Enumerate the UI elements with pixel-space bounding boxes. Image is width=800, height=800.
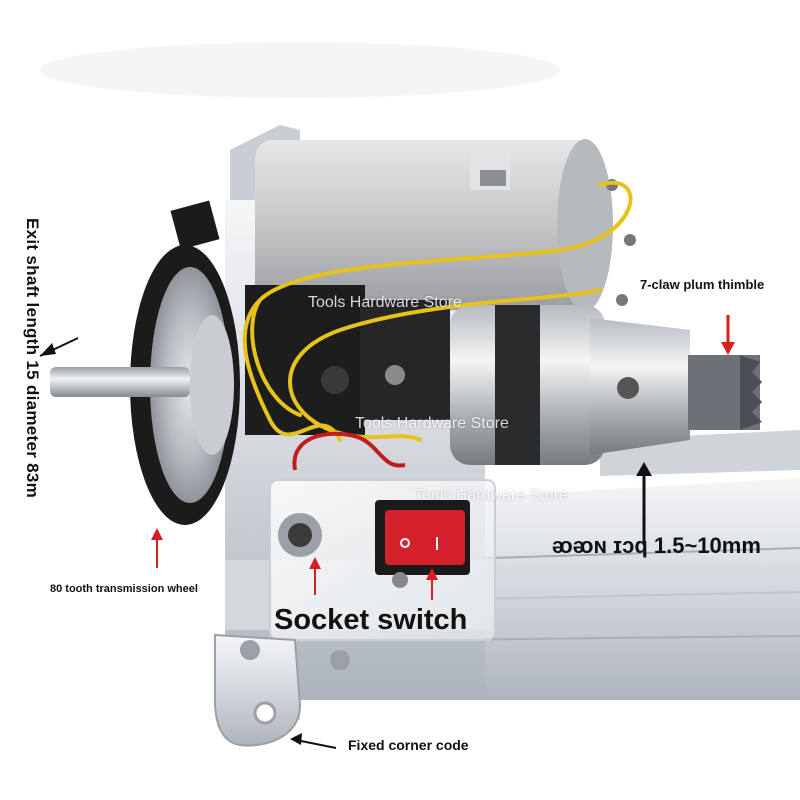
watermark: Tools Hardware Store [355, 415, 509, 432]
arrow-icon [636, 462, 652, 545]
arrow-icon [290, 733, 337, 749]
switch-panel [269, 479, 496, 641]
corner-label: Fixed corner code [348, 737, 469, 753]
arrow-icon [151, 528, 163, 568]
transmission-wheel [130, 200, 240, 525]
socket-switch-label: Socket switch [274, 604, 468, 636]
thimble-label: 7-claw plum thimble [640, 277, 765, 292]
exit-shaft [50, 367, 190, 397]
arrow-icon [39, 337, 79, 357]
shaft-label: Exit shaft length 15 diameter 83m [23, 218, 42, 499]
arrow-icon [426, 568, 438, 600]
red-wire [292, 431, 406, 471]
drill-chuck [450, 305, 690, 465]
corner-bracket [214, 633, 350, 747]
claw-thimble [688, 355, 762, 430]
wheel-label: 80 tooth transmission wheel [50, 583, 198, 595]
top-blur [40, 42, 560, 98]
clamp-range-label: ᴔᴔɴ ɪᴐq 1.5~10mm [552, 533, 761, 558]
arrow-icon [309, 557, 321, 595]
watermark: Tools Hardware Store [308, 294, 462, 311]
yellow-wires [242, 181, 633, 442]
arrow-icon [721, 315, 735, 355]
watermark: Tools Hardware Store [414, 487, 568, 504]
